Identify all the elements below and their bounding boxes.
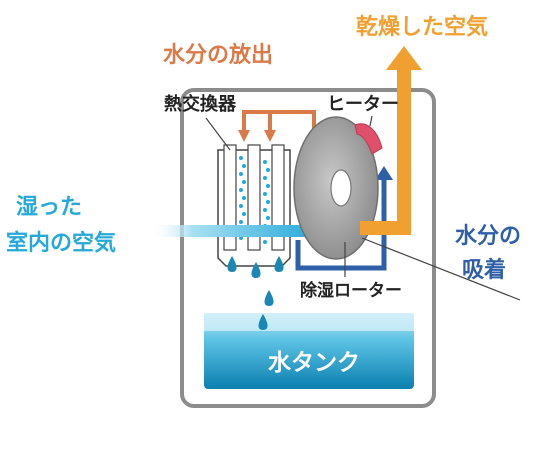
heat-exchanger-leader [205, 117, 231, 151]
return-air-arrowhead [375, 166, 393, 180]
rotor-label: 除湿ローター [300, 280, 402, 301]
heater-leader [369, 115, 373, 127]
dry-air-arrowhead [386, 46, 422, 70]
unit-frame [180, 88, 436, 408]
water-drops [227, 256, 284, 330]
dry-air-label: 乾燥した空気 [356, 14, 488, 40]
humid-air-label-line2: 室内の空気 [6, 230, 116, 256]
moisture-absorb-label-line1: 水分の [455, 224, 521, 249]
water-tank-label: 水タンク [268, 350, 360, 376]
moisture-release-arrowheads [238, 130, 276, 142]
heater-label: ヒーター [327, 94, 399, 115]
desiccant-rotor [293, 116, 379, 260]
dry-air-path [360, 68, 411, 235]
heater-element [354, 123, 383, 155]
heat-exchanger [217, 144, 291, 267]
moisture-release-label: 水分の放出 [163, 42, 273, 68]
water-tank: 水タンク [204, 313, 414, 389]
moisture-absorb-label-line2: 吸着 [462, 257, 506, 283]
humid-air-label-line1: 湿った [16, 195, 82, 220]
moisture-absorb-leader [361, 237, 521, 301]
heat-exchanger-label: 熱交換器 [164, 93, 237, 115]
